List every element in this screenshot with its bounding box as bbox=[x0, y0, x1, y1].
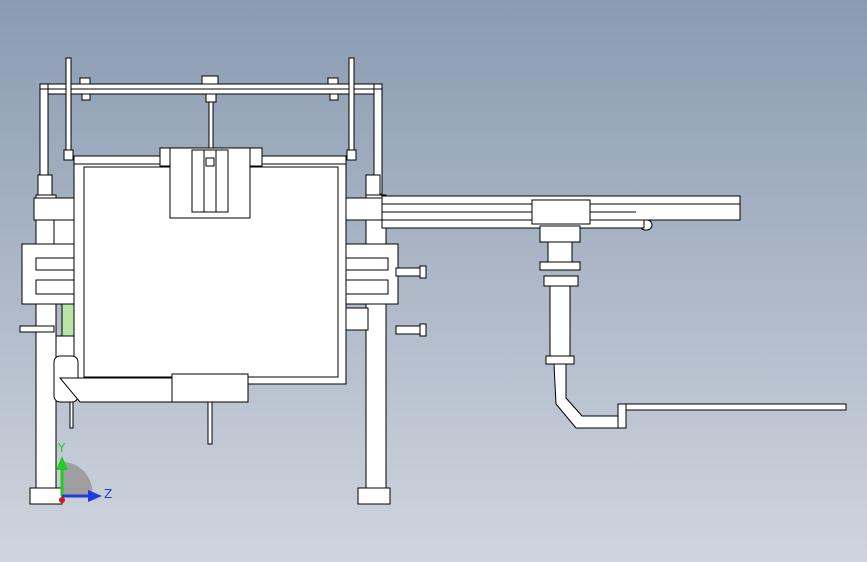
lift-carriage bbox=[159, 147, 263, 219]
triad-y-label: Y bbox=[57, 441, 66, 455]
top-frame bbox=[39, 75, 383, 195]
triad-z-label: Z bbox=[104, 487, 112, 501]
lower-arm bbox=[53, 355, 249, 445]
coordinate-triad: Y Z bbox=[56, 441, 112, 503]
guide-rods bbox=[63, 57, 357, 161]
hanging-unit bbox=[531, 199, 847, 429]
